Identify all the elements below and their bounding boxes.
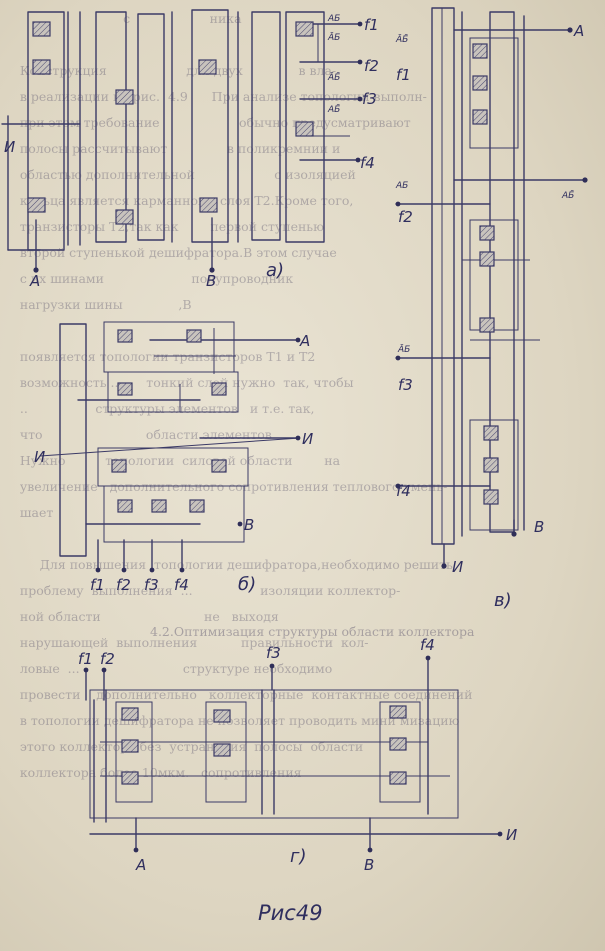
- fig-a-label-f2: f2: [364, 57, 379, 75]
- fig-a-label-A: А: [29, 272, 40, 290]
- fig-b-label-B: В: [244, 516, 254, 534]
- fig-a-label-f1: f1: [364, 16, 379, 34]
- fig-v-signal-a-bar-b-bar: ĀБ̄: [395, 33, 408, 45]
- fig-g-label-f3: f3: [266, 644, 281, 662]
- fig-v-caption: в): [494, 590, 512, 611]
- fig-b-label-f2: f2: [116, 576, 131, 594]
- fig-v-signal-ab-bar: АБ̄: [561, 189, 574, 201]
- figure-a-circuit: [1, 9, 363, 273]
- fig-v-label-f2: f2: [398, 208, 413, 226]
- fig-g-label-I: И: [506, 826, 517, 844]
- fig-a-signal-a-bar-b: ĀБ: [327, 32, 340, 43]
- fig-g-caption: г): [290, 846, 306, 867]
- fig-v-signal-ab: АБ: [395, 181, 408, 191]
- fig-a-label-B: В: [206, 272, 216, 290]
- fig-v-signal-a-bar-b: ĀБ: [397, 344, 410, 355]
- fig-a-label-f3: f3: [362, 90, 377, 108]
- fig-a-caption: а): [266, 260, 284, 281]
- fig-g-label-f2: f2: [100, 650, 115, 668]
- bleed-through-heading: 4.2.Оптимизация структуры области коллек…: [150, 624, 475, 639]
- fig-a-signal-ab: АБ: [327, 14, 340, 24]
- figure-caption: Рис49: [258, 901, 323, 925]
- fig-v-label-f1: f1: [396, 66, 411, 84]
- fig-v-label-I: И: [452, 558, 463, 576]
- figure-v-circuit: [395, 7, 588, 569]
- fig-a-label-f4: f4: [360, 154, 375, 172]
- fig-b-label-I-right: И: [302, 430, 313, 448]
- figure-b-circuit: [39, 321, 301, 573]
- fig-b-label-f3: f3: [144, 576, 159, 594]
- fig-g-label-A: А: [135, 856, 146, 874]
- fig-b-label-f4: f4: [174, 576, 189, 594]
- fig-v-label-f3: f3: [398, 376, 413, 394]
- fig-g-label-f4: f4: [420, 636, 435, 654]
- fig-b-label-A: А: [299, 332, 310, 350]
- fig-v-label-f4: f4: [396, 482, 411, 500]
- fig-v-label-A: А: [573, 22, 584, 40]
- fig-v-label-B: В: [534, 518, 544, 536]
- fig-g-label-f1: f1: [78, 650, 93, 668]
- fig-a-signal-a-bar-b-bar: ĀБ̄: [327, 71, 340, 83]
- fig-b-caption: б): [238, 574, 256, 595]
- fig-g-label-B: В: [364, 856, 374, 874]
- fig-a-signal-ab-bar: АБ̄: [327, 103, 340, 115]
- fig-b-label-f1: f1: [90, 576, 105, 594]
- fig-a-label-I: И: [4, 138, 15, 156]
- fig-b-label-I-left: И: [34, 448, 45, 466]
- figure-g-circuit: [83, 655, 503, 853]
